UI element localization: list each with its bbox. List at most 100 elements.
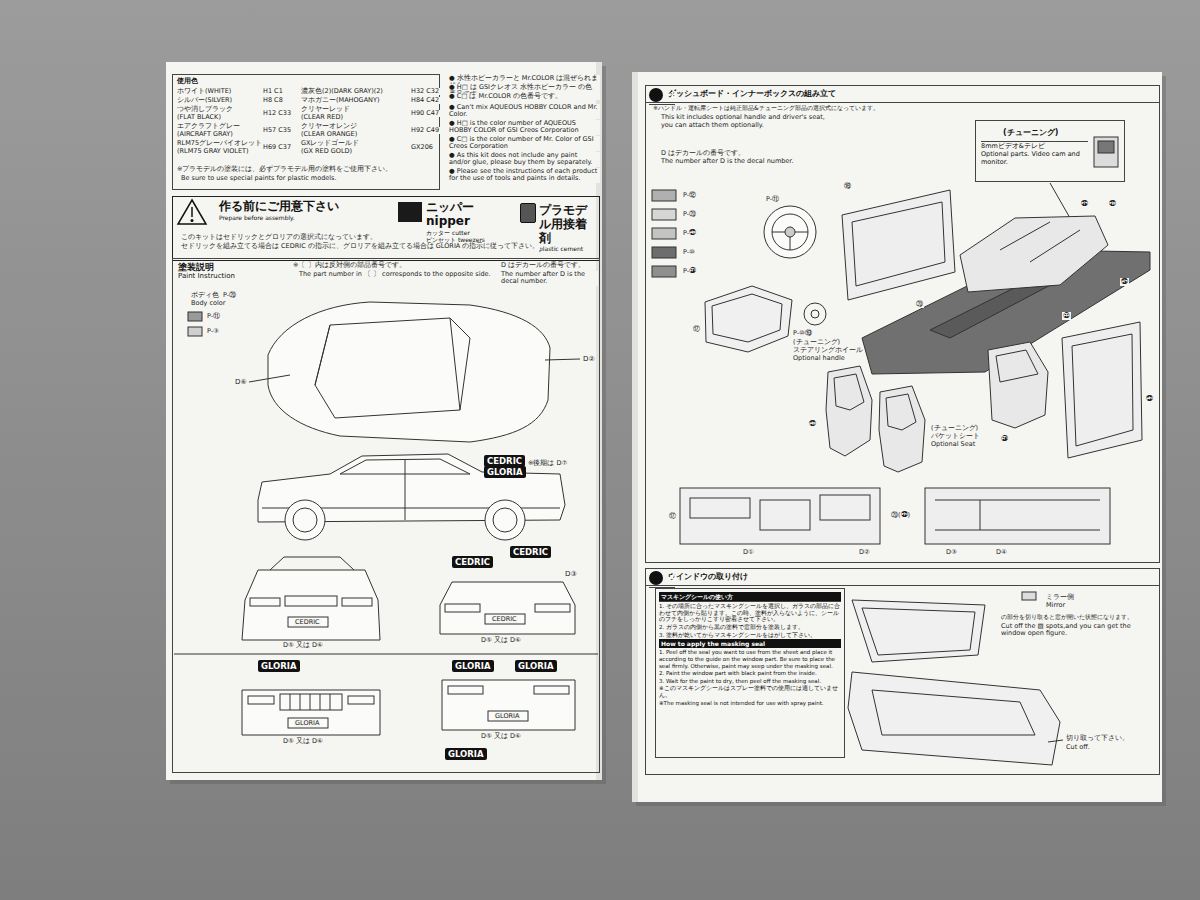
node-text: 3. Wait for the paint to dry, then peel …	[659, 678, 841, 685]
window-drawing	[848, 672, 1060, 765]
interior-drawing	[820, 495, 870, 520]
interior-drawing	[652, 137, 1150, 544]
node-text: ダッシュボード・インナーボックスの組み立て	[646, 86, 1159, 103]
note-text: Be sure to use special paints for plasti…	[180, 175, 338, 182]
interior-drawing	[652, 266, 676, 277]
interior-drawing	[1000, 222, 1080, 262]
note-text: ● C□ は Mr.COLOR の色番号です。	[448, 93, 600, 100]
callout-number: P-⑩⑲	[792, 330, 813, 337]
note-text: Cut off the ▨ spots,and you can get the …	[1000, 623, 1152, 638]
callout-number: ⑰	[692, 325, 701, 333]
note-text: ※ハンドル・運転席シートは純正部品&チューニング部品の選択式になっています。	[652, 105, 880, 112]
node-text: (チューニング)	[981, 125, 1088, 142]
callout-number: ⑰	[668, 512, 677, 520]
paint-panel: 塗装説明Paint InstructionCEDRICGLORIACEDRICC…	[172, 258, 600, 773]
note-text: (AIRCRAFT GRAY)	[176, 131, 234, 138]
interior-drawing	[652, 190, 676, 201]
window-drawing	[1048, 740, 1063, 742]
callout-number: ⑱	[843, 182, 852, 190]
paper-page	[166, 62, 602, 780]
car-drawing	[285, 500, 325, 540]
callout-number: H1 C1	[262, 88, 284, 95]
note-text: H12 C33	[262, 110, 292, 117]
callout-number: P-⑩	[682, 249, 696, 256]
car-drawing	[445, 604, 480, 612]
car-drawing	[288, 617, 328, 627]
interior-drawing	[712, 294, 782, 342]
note-text: (CLEAR RED)	[300, 114, 344, 121]
car-drawing	[285, 596, 337, 606]
tool-icon	[398, 202, 422, 222]
callout-number: ㉖	[1120, 278, 1129, 286]
note-text: ※後期は D⑦	[527, 460, 568, 467]
interior-drawing	[879, 386, 925, 472]
note-text: ● Please see the instructions of each pr…	[448, 168, 600, 183]
note-text: H90 C47	[410, 110, 440, 117]
paper-page	[632, 72, 638, 802]
node-text: 8	[649, 88, 675, 105]
callout-number: ㉗	[808, 420, 817, 428]
node-text: GLORIA	[455, 661, 491, 671]
interior-drawing	[1098, 141, 1114, 153]
model-badge: GLORIA	[258, 660, 300, 672]
interior-drawing	[886, 394, 916, 430]
warning-icon	[191, 220, 193, 222]
note-text: (チューニング)	[792, 339, 841, 346]
car-drawing	[485, 500, 525, 540]
node-text: GLORIA	[448, 749, 484, 759]
node-text: 1. その場所に合ったマスキングシールを選択し、ガラスの部品に合わせて内側から貼…	[659, 603, 841, 623]
prepare-bar: 作る前にご用意下さいPrepare before assembly.ニッパー n…	[172, 196, 600, 261]
car-drawing	[534, 686, 569, 694]
note-text: (GX RED GOLD)	[300, 148, 353, 155]
note-text: ホワイト(WHITE)	[176, 88, 232, 95]
note-text: ※〔 〕内は反対側の部品番号です。	[292, 262, 407, 269]
warning-icon	[178, 200, 206, 224]
interior-drawing	[804, 303, 826, 325]
paper-page	[166, 62, 1166, 806]
note-text: バケットシート	[930, 433, 981, 440]
note-text: の部分を切り取ると窓が開いた状態になります。	[1000, 614, 1134, 621]
car-drawing	[315, 318, 460, 410]
note-text: GXレッドゴールド	[300, 140, 361, 147]
interior-drawing	[852, 202, 945, 286]
node-text: Optional parts. Video cam and monitor.	[981, 150, 1088, 166]
window-drawing	[852, 600, 985, 662]
interior-drawing	[1072, 334, 1133, 446]
note-text: ● As this kit does not include any paint…	[448, 152, 600, 167]
interior-drawing	[760, 500, 810, 530]
note-text: シルバー(SILVER)	[176, 97, 233, 104]
car-drawing	[242, 690, 380, 735]
node-text: GLORIA	[487, 467, 523, 477]
note-text: H92 C49	[410, 127, 440, 134]
note-text: D⑤ 又は D⑥	[480, 637, 522, 644]
callout-number: ㊲	[1108, 200, 1117, 208]
interior-drawing	[690, 498, 750, 518]
callout-number: P-③	[206, 328, 220, 335]
callout-number: GX206	[410, 144, 434, 151]
note-text: (チューニング)	[930, 425, 979, 432]
callout-number: ボディ色	[190, 292, 220, 299]
note-text: ● H□ is the color number of AQUEOUS HOBB…	[448, 120, 600, 135]
interior-drawing	[1094, 137, 1118, 167]
interior-drawing	[842, 190, 955, 300]
note-text: ※プラモデルの塗装には、必ずプラモデル用の塗料をご使用下さい。	[176, 166, 393, 173]
note-text: ステアリングホイール	[792, 347, 864, 354]
car-drawing	[174, 654, 598, 655]
note-text: H69 C37	[262, 144, 292, 151]
warning-icon	[191, 207, 193, 217]
model-badge: CEDRIC	[452, 556, 493, 568]
car-drawing	[342, 598, 372, 606]
masking-box: マスキングシールの使い方1. その場所に合ったマスキングシールを選択し、ガラスの…	[655, 588, 845, 758]
note-text: ● C□ is the color number of Mr. Color of…	[448, 136, 600, 151]
car-drawing	[485, 614, 525, 624]
callout-number: ミラー側	[1045, 594, 1075, 601]
note-text: H84 C42	[410, 97, 440, 104]
note-text: (FLAT BLACK)	[176, 114, 222, 121]
window-drawing	[1022, 592, 1036, 600]
car-drawing	[535, 604, 570, 612]
note-text: Optional handle	[792, 355, 846, 362]
callout-number: GLORIA	[294, 720, 320, 727]
car-drawing	[268, 302, 550, 442]
car-drawing	[280, 694, 342, 710]
